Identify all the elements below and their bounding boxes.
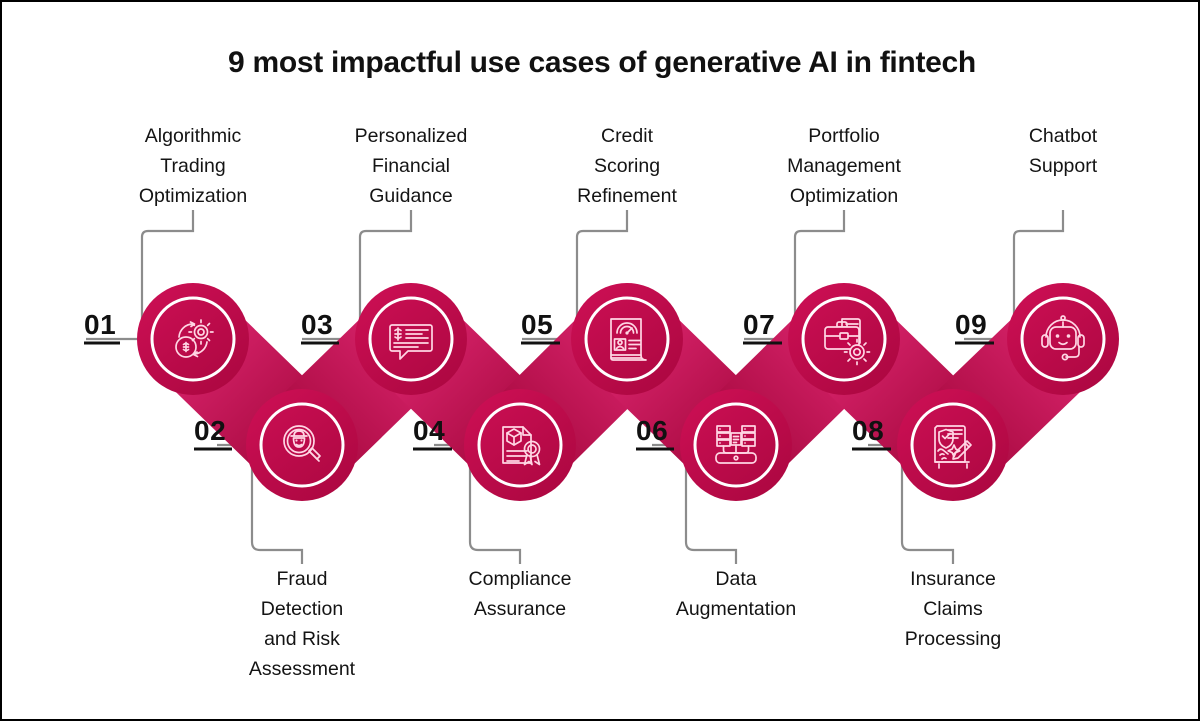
step-label-9: Chatbot Support <box>1028 125 1098 177</box>
database-server-stack-icon <box>715 425 757 464</box>
step-label-8: Insurance Claims Processing <box>904 568 1002 650</box>
magnifier-fraudster-icon <box>283 425 321 462</box>
step-node-3[interactable] <box>355 283 467 395</box>
gear-money-cycle-icon <box>175 319 214 358</box>
step-nodes <box>137 283 1119 501</box>
step-number-4: 04 <box>413 415 446 446</box>
step-label-1: Algorithmic Trading Optimization <box>138 125 248 207</box>
step-number-3: 03 <box>301 309 334 340</box>
step-label-2: Fraud Detection and Risk Assessment <box>248 568 356 680</box>
chat-bubble-dollar-icon <box>389 324 433 360</box>
step-label-3: Personalized Financial Guidance <box>354 125 468 207</box>
step-number-8: 08 <box>852 415 885 446</box>
chatbot-headset-icon <box>1041 315 1085 361</box>
page-title: 9 most impactful use cases of generative… <box>228 46 976 79</box>
leader-lines <box>86 210 1065 564</box>
step-node-8[interactable] <box>897 389 1009 501</box>
step-node-5[interactable] <box>571 283 683 395</box>
step-number-5: 05 <box>521 309 554 340</box>
claim-shield-pencil-icon <box>934 425 972 469</box>
step-label-6: Data Augmentation <box>675 568 797 620</box>
step-number-2: 02 <box>194 415 227 446</box>
step-label-7: Portfolio Management Optimization <box>787 125 901 207</box>
step-node-9[interactable] <box>1007 283 1119 395</box>
step-number-7: 07 <box>743 309 776 340</box>
step-node-4[interactable] <box>464 389 576 501</box>
step-label-5: Credit Scoring Refinement <box>577 125 677 207</box>
briefcase-gear-icon <box>824 318 871 366</box>
credit-score-report-icon <box>610 318 647 361</box>
number-underlines <box>84 341 994 451</box>
document-box-certificate-icon <box>502 426 541 466</box>
step-label-4: Compliance Assurance <box>468 568 572 620</box>
step-number-6: 06 <box>636 415 669 446</box>
step-number-1: 01 <box>84 309 117 340</box>
step-number-9: 09 <box>955 309 988 340</box>
